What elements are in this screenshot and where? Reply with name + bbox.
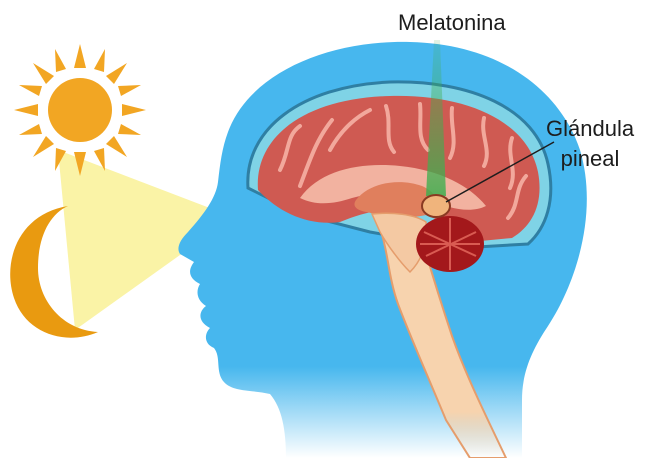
pineal-gland <box>422 195 450 217</box>
pineal-label-line1: Glándula <box>546 114 634 144</box>
sun-icon <box>14 44 146 176</box>
melatonin-label: Melatonina <box>398 10 506 36</box>
pineal-gland-label: Glándula pineal <box>546 114 634 174</box>
pineal-label-line2: pineal <box>546 144 634 174</box>
cerebellum <box>416 216 484 272</box>
